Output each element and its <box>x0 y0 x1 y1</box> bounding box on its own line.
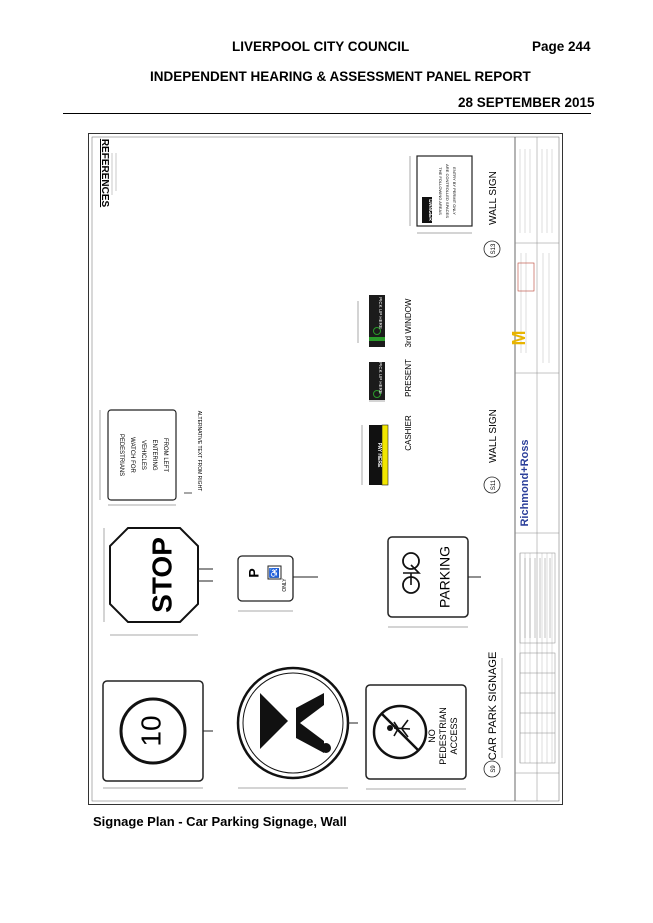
s11-wall-sign-title: S11 WALL SIGN <box>483 409 501 494</box>
danger-line-1: THE FOLLOWING AREAS <box>438 167 443 215</box>
company-name: Richmond+Ross <box>519 439 531 526</box>
no-ped-line-3: ACCESS <box>449 717 459 754</box>
warning-line-5: FROM LEFT <box>162 438 168 472</box>
warning-line-2: WATCH FOR <box>129 437 135 473</box>
report-title: INDEPENDENT HEARING & ASSESSMENT PANEL R… <box>150 69 531 84</box>
stop-text: STOP <box>146 537 177 613</box>
p-letter: P <box>246 568 262 577</box>
notes-table <box>519 552 556 764</box>
s11-code: S11 <box>491 479 497 490</box>
figure-caption: Signage Plan - Car Parking Signage, Wall <box>93 814 347 829</box>
page-number: Page 244 <box>532 39 591 54</box>
no-pedestrian-access-sign: NO PEDESTRIAN ACCESS <box>365 684 467 790</box>
pick-up-label: PICK UP HERE <box>378 362 383 394</box>
header-rule <box>63 113 591 114</box>
warning-line-4: ENTERING <box>151 439 157 470</box>
no-ped-line-1: NO <box>427 729 437 743</box>
s9-code: S9 <box>491 765 497 773</box>
warning-line-1: PEDESTRIANS <box>118 434 124 476</box>
no-ped-line-2: PEDESTRIAN <box>438 707 448 765</box>
danger-line-3: ENTRY BY PERMIT ONLY <box>452 167 457 215</box>
pedestrian-icon <box>387 725 393 731</box>
pick-up-label-2: PICK UP HERE <box>378 297 383 329</box>
accessible-icon: ♿ <box>269 567 280 578</box>
stop-sign: STOP <box>103 527 213 636</box>
parking-text: PARKING <box>437 546 453 608</box>
speed-limit-value: 10 <box>135 715 166 746</box>
p-only-sign: P ♿ ONLY <box>237 555 318 612</box>
third-window-label: 3rd WINDOW <box>404 298 413 347</box>
walking-person-icon <box>260 693 288 749</box>
council-name: LIVERPOOL CITY COUNCIL <box>232 39 410 54</box>
speed-limit-sign: 10 <box>102 680 213 789</box>
brand-logo: M <box>509 331 529 346</box>
third-window-wall-sign: PICK UP HERE 3rd WINDOW <box>357 295 413 347</box>
title-block: Richmond+Ross M <box>509 137 559 801</box>
danger-wall-sign: DANGER THE FOLLOWING AREAS ARE CONTROLLE… <box>409 155 501 258</box>
cashier-label: CASHIER <box>404 415 413 451</box>
car-park-signage-title: S9 CAR PARK SIGNAGE <box>483 652 503 778</box>
s13-code: S13 <box>491 243 497 254</box>
wall-sign-title-1: WALL SIGN <box>488 409 499 463</box>
wall-sign-title-2: WALL SIGN <box>488 171 499 225</box>
present-label: PRESENT <box>404 359 413 397</box>
parking-sign: PARKING <box>387 536 481 628</box>
pay-here-label: PAY HERE <box>376 443 382 468</box>
danger-label: DANGER <box>427 199 433 221</box>
brand-mark: M <box>509 331 529 346</box>
only-label: ONLY <box>282 578 288 592</box>
pedestrian-crossing-sign <box>236 666 358 789</box>
warning-line-3: VEHICLES <box>140 440 146 470</box>
report-date: 28 SEPTEMBER 2015 <box>458 95 595 110</box>
alternative-text-note: ALTERNATIVE TEXT FROM RIGHT <box>196 411 202 491</box>
cashier-wall-sign: PAY HERE CASHIER <box>361 415 413 486</box>
danger-line-2: ARE CONTROLLED SPACES <box>445 164 450 218</box>
signage-plan-drawing: Richmond+Ross M REFERENCES PEDESTRIANS W… <box>88 133 563 805</box>
references-title: REFERENCES <box>99 139 110 208</box>
pedestrian-warning-sign: PEDESTRIANS WATCH FOR VEHICLES ENTERING … <box>99 409 202 506</box>
present-wall-sign: PICK UP HERE PRESENT <box>369 359 413 402</box>
car-park-signage-label: CAR PARK SIGNAGE <box>487 652 499 761</box>
